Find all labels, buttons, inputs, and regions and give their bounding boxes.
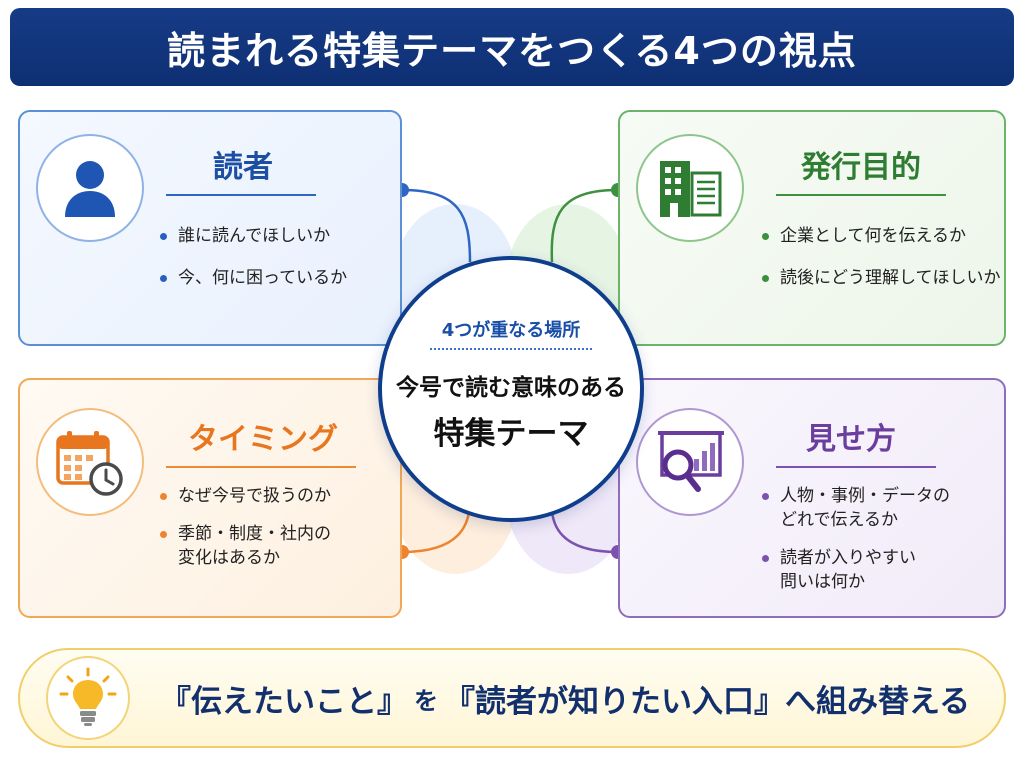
center-line1: 今号で読む意味のある [396, 375, 626, 401]
bullet-item: 読者が入りやすい 問いは何か [762, 546, 950, 594]
purpose-connector [550, 188, 619, 263]
heading-rule [166, 466, 356, 468]
center-line2: 特集テーマ [433, 416, 589, 452]
reader-connector [401, 188, 472, 263]
person-icon [65, 161, 115, 217]
heading-rule [776, 194, 946, 196]
calendar-clock-icon [56, 431, 123, 496]
card-heading: タイミング [188, 422, 338, 457]
reader-icon-circle [36, 134, 144, 242]
center-kicker: 4つが重なる場所 [441, 320, 581, 341]
bottom-banner: 『伝えたいこと』 を 『読者が知りたい入口』 へ組み替える [18, 648, 1006, 748]
timing-icon-circle [36, 408, 144, 516]
card-heading: 発行目的 [801, 150, 921, 185]
bullet-list: 誰に読んでほしいか 今、何に困っているか [160, 224, 347, 308]
bullet-list: なぜ今号で扱うのか 季節・制度・社内の 変化はあるか [160, 484, 331, 584]
banner-part-3: 『読者が知りたい入口』 [444, 683, 785, 720]
page-title: 読まれる特集テーマをつくる4つの視点 [167, 28, 857, 73]
title-bar: 読まれる特集テーマをつくる4つの視点 [10, 8, 1014, 86]
banner-part-1: 『伝えたいこと』 [160, 683, 408, 720]
bullet-item: 企業として何を伝えるか [762, 224, 1001, 248]
dotted-divider [430, 348, 592, 350]
bullet-item: 季節・制度・社内の 変化はあるか [160, 522, 331, 570]
banner-part-2: を [414, 686, 438, 715]
bulb-circle [46, 656, 130, 740]
bullet-item: 人物・事例・データの どれで伝えるか [762, 484, 950, 532]
card-reader: 読者 誰に読んでほしいか 今、何に困っているか [18, 110, 402, 346]
banner-message: 『伝えたいこと』 を 『読者が知りたい入口』 へ組み替える [160, 650, 970, 746]
presentation-magnifier-icon [658, 431, 724, 492]
banner-part-4: へ組み替える [785, 683, 971, 720]
bullet-item: 読後にどう理解してほしいか [762, 266, 1001, 290]
heading-rule [776, 466, 936, 468]
bullet-item: なぜ今号で扱うのか [160, 484, 331, 508]
presentation-icon-circle [636, 408, 744, 516]
lightbulb-icon [59, 667, 117, 726]
purpose-icon-circle [636, 134, 744, 242]
bullet-item: 誰に読んでほしいか [160, 224, 347, 248]
card-presentation: 見せ方 人物・事例・データの どれで伝えるか 読者が入りやすい 問いは何か [618, 378, 1006, 618]
card-heading: 見せ方 [806, 422, 896, 457]
building-document-icon [660, 161, 722, 217]
card-heading: 読者 [213, 150, 273, 185]
bullet-list: 人物・事例・データの どれで伝えるか 読者が入りやすい 問いは何か [762, 484, 950, 608]
card-purpose: 発行目的 企業として何を伝えるか 読後にどう理解してほしいか [618, 110, 1006, 346]
bullet-item: 今、何に困っているか [160, 266, 347, 290]
card-timing: タイミング なぜ今号で扱うのか 季節・制度・社内の 変化はあるか [18, 378, 402, 618]
bullet-list: 企業として何を伝えるか 読後にどう理解してほしいか [762, 224, 1001, 308]
heading-rule [166, 194, 316, 196]
center-circle: 4つが重なる場所 今号で読む意味のある 特集テーマ [378, 256, 644, 522]
